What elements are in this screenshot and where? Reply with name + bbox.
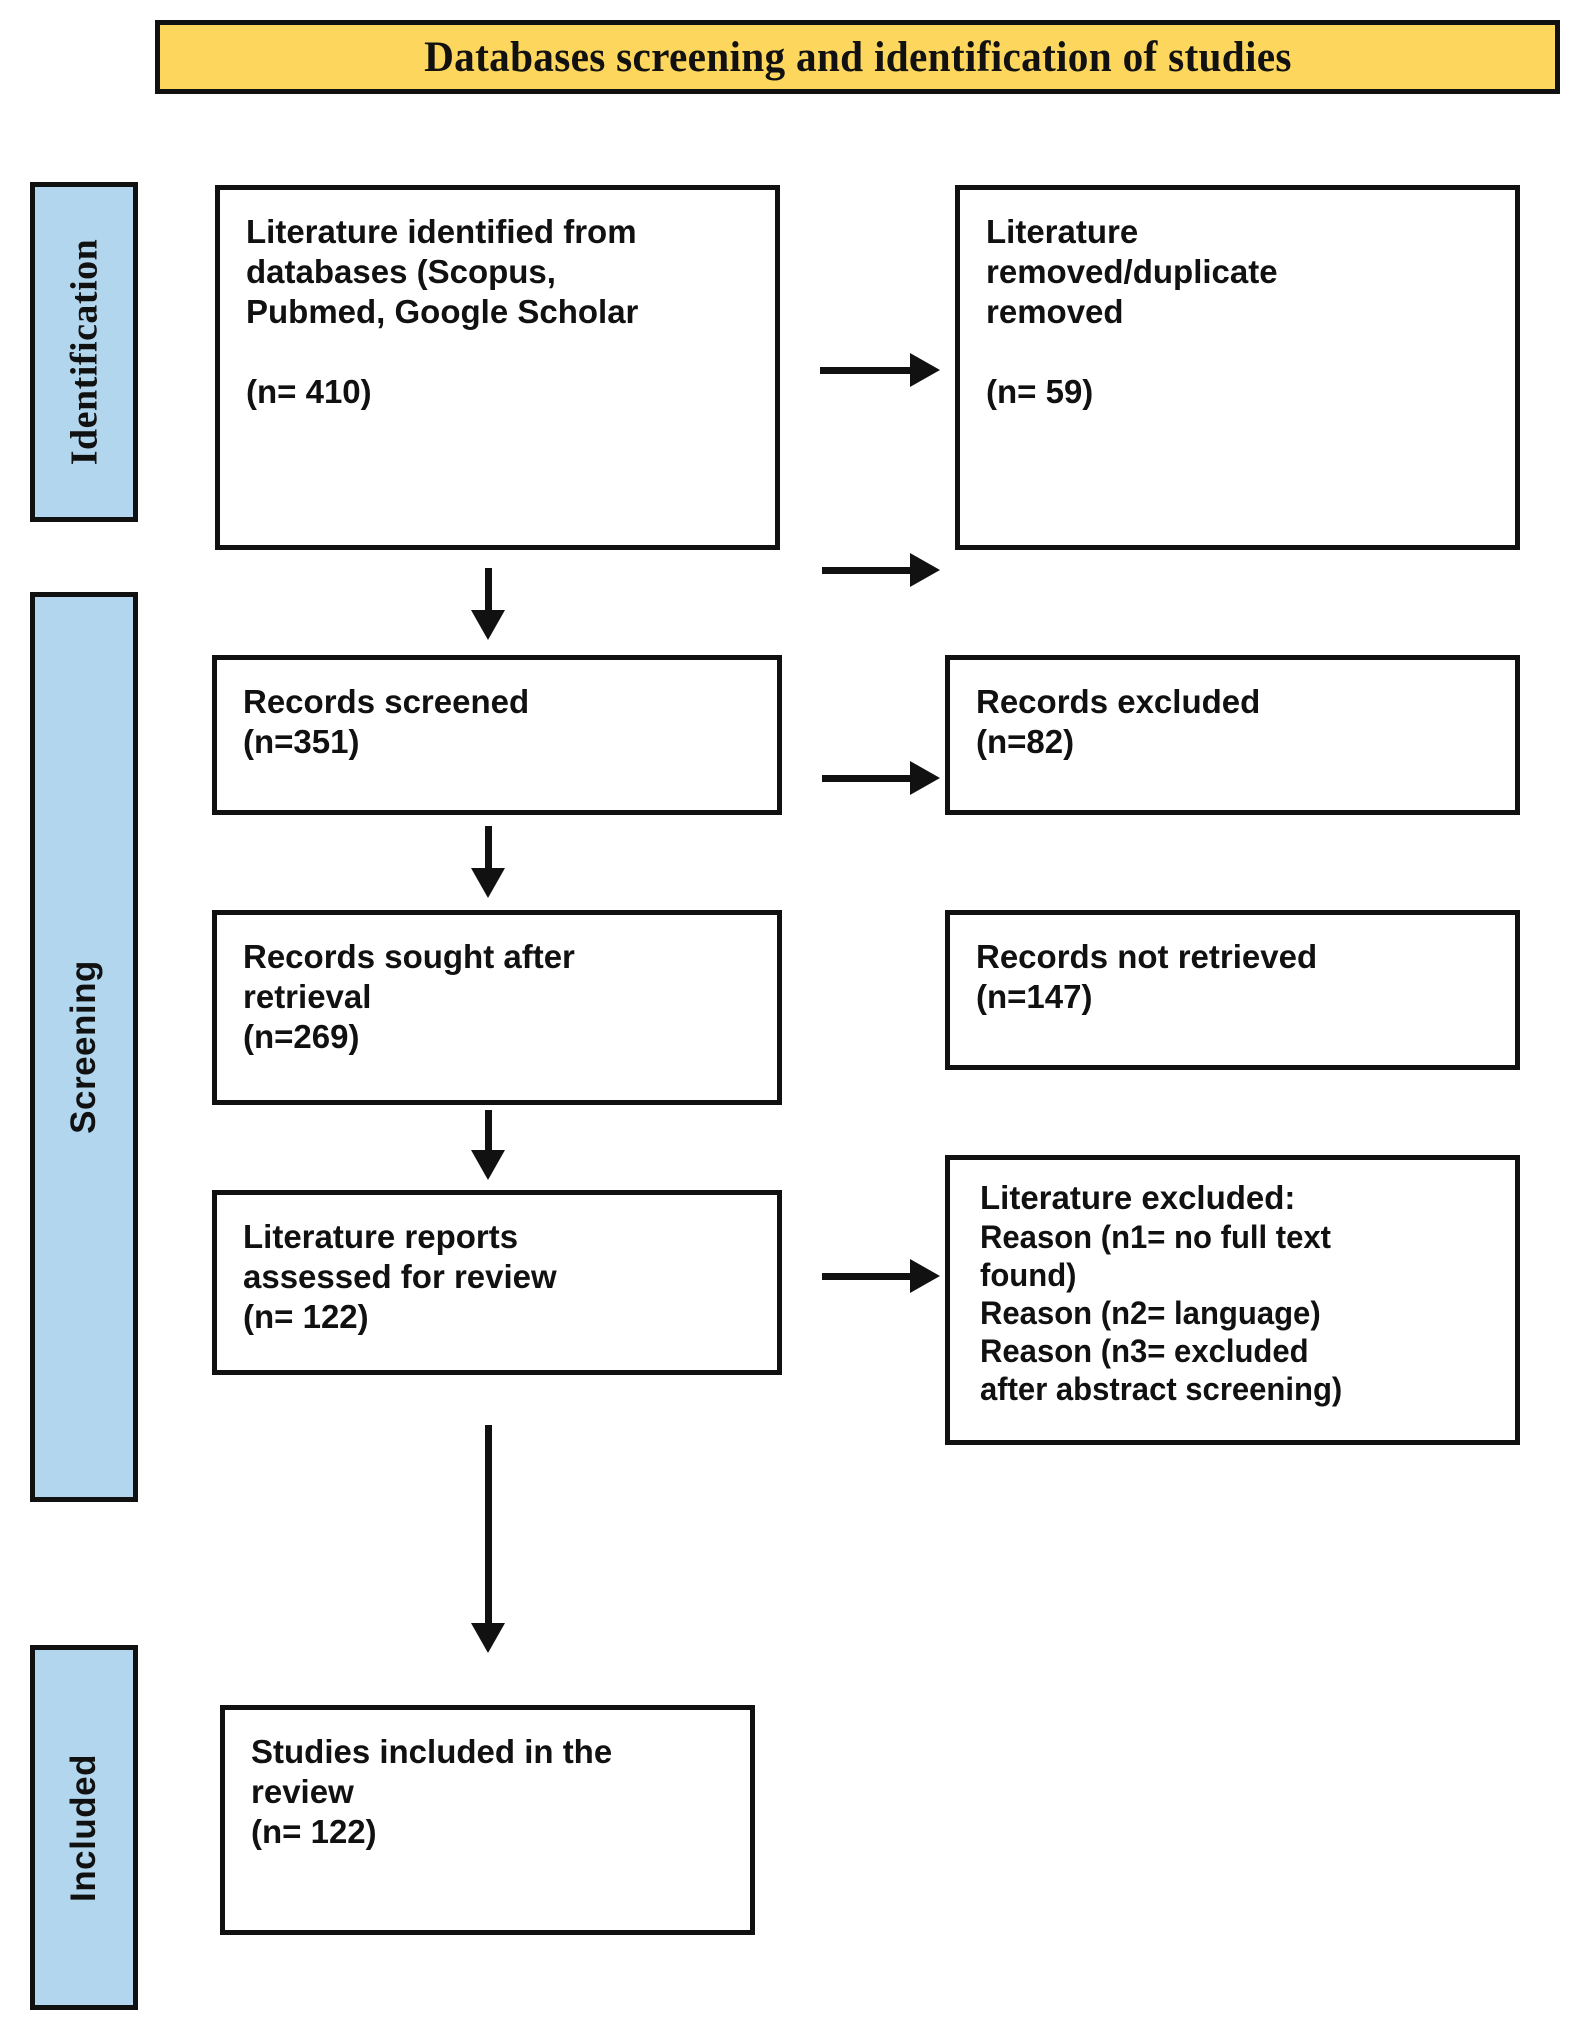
diagram-title-text: Databases screening and identification o… xyxy=(423,33,1292,81)
arrow-head xyxy=(910,1259,940,1293)
box-records-excluded: Records excluded (n=82) xyxy=(945,655,1520,815)
arrow-down-icon-screened-to-sought xyxy=(470,826,506,898)
arrow-shaft xyxy=(820,366,912,374)
stage-label-included: Included xyxy=(30,1645,138,2010)
arrow-down-icon-sought-to-assessed xyxy=(470,1110,506,1180)
box-literature-excluded-reason3-line1: Reason (n3= excluded xyxy=(980,1333,1309,1370)
box-literature-removed-count: (n= 59) xyxy=(986,372,1094,410)
arrow-head xyxy=(910,353,940,387)
stage-label-identification-text: Identification xyxy=(63,238,105,466)
box-literature-assessed-line2: assessed for review xyxy=(243,1257,557,1295)
box-literature-removed: Literature removed/duplicate removed (n=… xyxy=(955,185,1520,550)
box-literature-excluded-reasons: Reason (n1= no full text found) Reason (… xyxy=(980,1218,1499,1408)
arrow-shaft xyxy=(484,1110,492,1152)
box-records-excluded-line1: Records excluded xyxy=(976,683,1261,720)
box-literature-excluded-reason2: Reason (n2= language) xyxy=(980,1295,1321,1332)
stage-label-identification: Identification xyxy=(30,182,138,522)
box-literature-assessed: Literature reports assessed for review (… xyxy=(212,1190,782,1375)
diagram-title-banner: Databases screening and identification o… xyxy=(155,20,1560,94)
arrow-right-icon-screened-to-excluded xyxy=(822,552,940,588)
box-records-screened-line1: Records screened xyxy=(243,683,530,720)
arrow-shaft xyxy=(484,568,492,612)
box-literature-removed-line2: removed/duplicate xyxy=(986,252,1278,290)
arrow-shaft xyxy=(484,1425,492,1625)
box-records-screened-count: (n=351) xyxy=(243,722,360,760)
box-records-not-retrieved: Records not retrieved (n=147) xyxy=(945,910,1520,1070)
box-literature-identified-line1: Literature identified from xyxy=(246,213,637,250)
box-literature-identified-line3: Pubmed, Google Scholar xyxy=(246,292,639,330)
stage-label-included-text: Included xyxy=(64,1753,103,1902)
box-records-not-retrieved-count: (n=147) xyxy=(976,977,1093,1015)
box-studies-included: Studies included in the review (n= 122) xyxy=(220,1705,755,1935)
arrow-shaft xyxy=(822,774,912,782)
box-records-sought-line1: Records sought after xyxy=(243,938,575,975)
arrow-head xyxy=(910,553,940,587)
arrow-head xyxy=(471,1150,505,1180)
arrow-right-icon-identified-to-removed xyxy=(820,352,940,388)
box-records-not-retrieved-line1: Records not retrieved xyxy=(976,938,1318,975)
box-studies-included-line2: review xyxy=(251,1772,354,1810)
box-studies-included-line1: Studies included in the xyxy=(251,1733,613,1770)
arrow-shaft xyxy=(822,1272,912,1280)
stage-label-screening-text: Screening xyxy=(64,960,104,1134)
arrow-shaft xyxy=(822,566,912,574)
box-literature-removed-line3: removed xyxy=(986,292,1124,330)
stage-label-screening: Screening xyxy=(30,592,138,1502)
box-records-sought-line2: retrieval xyxy=(243,977,372,1015)
box-literature-removed-line1: Literature xyxy=(986,213,1139,250)
arrow-head xyxy=(471,610,505,640)
box-literature-excluded-heading: Literature excluded: xyxy=(980,1179,1296,1216)
box-literature-assessed-line1: Literature reports xyxy=(243,1218,519,1255)
box-records-screened: Records screened (n=351) xyxy=(212,655,782,815)
box-studies-included-count: (n= 122) xyxy=(251,1812,377,1850)
box-literature-identified-line2: databases (Scopus, xyxy=(246,252,556,290)
box-records-excluded-count: (n=82) xyxy=(976,722,1075,760)
box-literature-excluded-reason1-line2: found) xyxy=(980,1257,1077,1293)
arrow-right-icon-sought-to-not-retrieved xyxy=(822,760,940,796)
box-literature-excluded-reason1-line1: Reason (n1= no full text xyxy=(980,1218,1331,1255)
box-literature-identified: Literature identified from databases (Sc… xyxy=(215,185,780,550)
arrow-down-icon-assessed-to-studies-included xyxy=(470,1425,506,1653)
arrow-head xyxy=(471,1623,505,1653)
arrow-head xyxy=(910,761,940,795)
arrow-shaft xyxy=(484,826,492,870)
box-literature-excluded: Literature excluded: Reason (n1= no full… xyxy=(945,1155,1520,1445)
box-literature-excluded-reason3-line2: after abstract screening) xyxy=(980,1371,1343,1408)
arrow-down-icon-identified-to-screened xyxy=(470,568,506,640)
box-literature-identified-count: (n= 410) xyxy=(246,372,372,410)
arrow-head xyxy=(471,868,505,898)
arrow-right-icon-assessed-to-literature-excluded xyxy=(822,1258,940,1294)
box-literature-assessed-count: (n= 122) xyxy=(243,1297,369,1335)
box-records-sought: Records sought after retrieval (n=269) xyxy=(212,910,782,1105)
box-records-sought-count: (n=269) xyxy=(243,1017,360,1055)
